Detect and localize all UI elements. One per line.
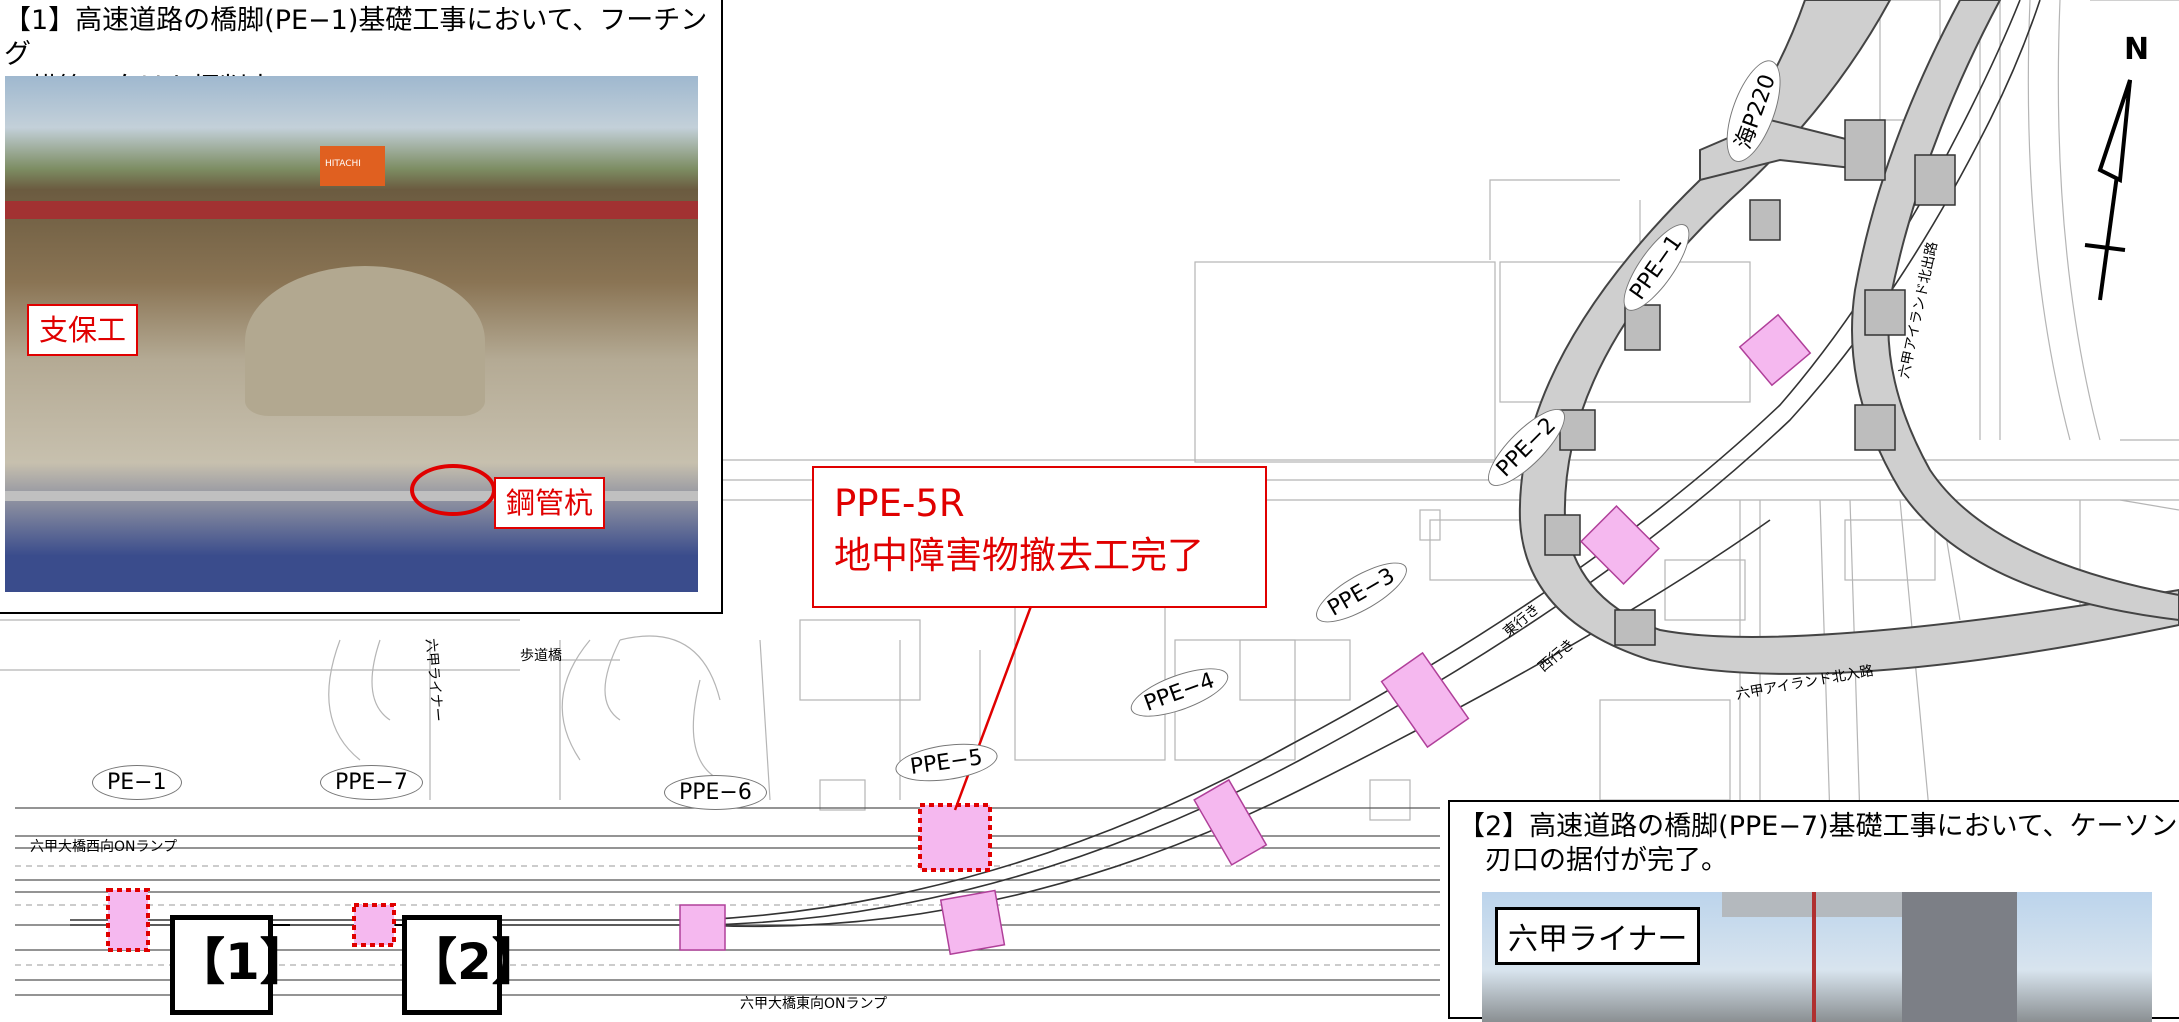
photo2-caption: 【2】高速道路の橋脚(PPE−7)基礎工事において、ケーソン 刃口の据付が完了。 — [1458, 811, 2178, 876]
crane — [1812, 892, 1816, 1022]
photo-box-1: 【1】高速道路の橋脚(PE−1)基礎工事において、フーチング 構築に向けた掘削中… — [0, 0, 723, 614]
road-east-on-ramp: 六甲大橋東向ONランプ — [740, 996, 888, 1012]
ppe5r-status: 地中障害物撤去工完了 — [834, 534, 1204, 577]
ppe5r-status-callout: PPE-5R 地中障害物撤去工完了 — [812, 466, 1267, 608]
pile-highlight-circle — [410, 464, 496, 516]
marker-2: 【2】 — [402, 915, 542, 1015]
north-label: N — [2124, 32, 2150, 67]
pier-label-ppe7: PPE−7 — [320, 765, 423, 800]
hitachi-excavator — [320, 146, 385, 186]
new-pier-footings — [679, 313, 1812, 956]
support-work-callout: 支保工 — [27, 304, 139, 356]
road-west-on-ramp: 六甲大橋西向ONランプ — [30, 839, 178, 855]
pier-label-ppe6: PPE−6 — [664, 775, 767, 810]
existing-piers — [1544, 119, 1956, 646]
railing — [5, 491, 698, 501]
marker-1: 【1】 — [170, 915, 310, 1015]
tower-building — [1902, 892, 2017, 1022]
pier-label-pe1: PE−1 — [92, 765, 182, 800]
photo-box-2: 【2】高速道路の橋脚(PPE−7)基礎工事において、ケーソン 刃口の据付が完了。… — [1448, 800, 2179, 1022]
rokko-liner-callout: 六甲ライナー — [1495, 907, 1701, 965]
excavation-wall-top — [5, 201, 698, 219]
road-pedestrian-bridge: 歩道橋 — [520, 648, 562, 664]
ppe5r-label: PPE-5R — [834, 482, 965, 525]
rokko-liner-viaduct — [1722, 892, 1922, 917]
excavator-brand: HITACHI — [325, 159, 361, 169]
soil-pile — [245, 266, 485, 416]
steel-pile-callout: 鋼管杭 — [494, 477, 606, 529]
north-arrow — [2084, 79, 2132, 301]
highlighted-footings — [106, 803, 992, 952]
